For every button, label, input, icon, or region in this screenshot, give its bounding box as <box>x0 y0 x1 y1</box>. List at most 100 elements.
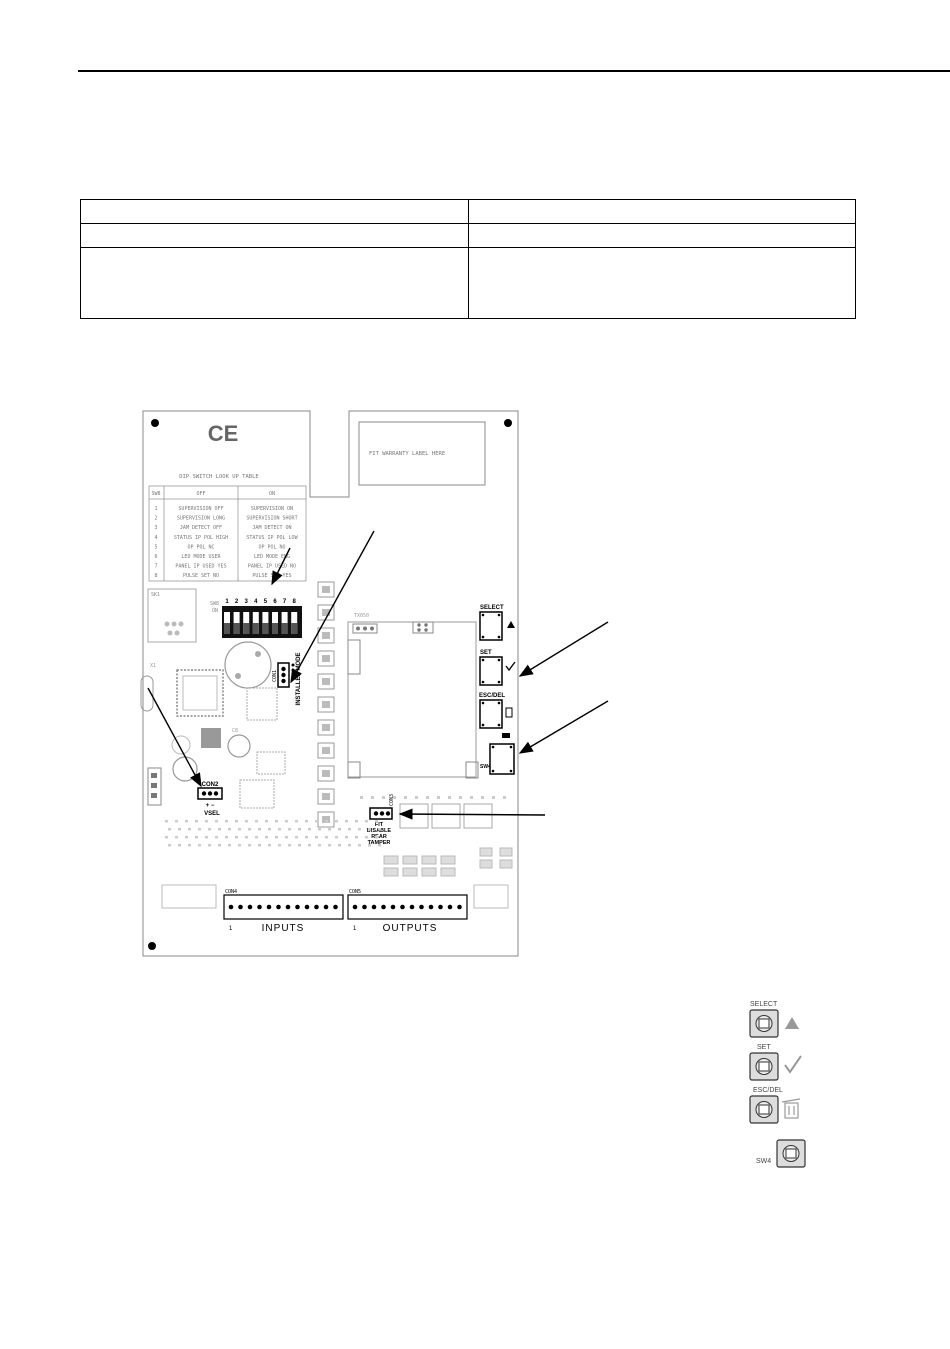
smd-pad <box>245 836 248 839</box>
sw8-number: 7 <box>283 599 287 605</box>
spec-table <box>80 199 856 319</box>
rf-module <box>347 621 477 778</box>
dip-row-number: 6 <box>154 554 157 560</box>
smd-pad <box>175 836 178 839</box>
smd-pad <box>371 796 374 799</box>
smd-pad <box>235 820 238 823</box>
transistor-body <box>322 793 330 800</box>
smd-pad <box>481 796 484 799</box>
smd-pad <box>195 820 198 823</box>
smd-pad <box>178 828 181 831</box>
arrow-tamper <box>398 808 546 820</box>
smd-pad <box>393 796 396 799</box>
smd-pad <box>305 820 308 823</box>
button-legend: SELECT SET ESC/DEL SW4 <box>749 1001 806 1168</box>
smd-pad <box>188 844 191 847</box>
smd-pad <box>325 820 328 823</box>
smd-pad <box>218 828 221 831</box>
smd-pad <box>185 836 188 839</box>
smd-pad <box>308 828 311 831</box>
dip-header: SW8 <box>151 491 160 497</box>
smd-pad <box>275 820 278 823</box>
smd-pad <box>459 796 462 799</box>
dip-row-on: PANEL IP USED NO <box>248 564 296 570</box>
escdel-label: ESC/DEL <box>479 693 505 699</box>
smd-pad <box>228 828 231 831</box>
smd-pad <box>185 820 188 823</box>
mounting-hole <box>148 942 156 950</box>
transistor <box>317 627 335 644</box>
transistor-body <box>322 770 330 777</box>
terminal-pin <box>428 904 434 910</box>
tx-label: TX050 <box>354 613 369 619</box>
ic-chip <box>201 728 221 748</box>
arrow-set-button <box>518 621 609 677</box>
transistor <box>317 581 335 598</box>
con5-terminal <box>347 894 468 920</box>
smd-pad <box>404 796 407 799</box>
terminal-pin <box>438 904 443 910</box>
smd-pad <box>255 820 258 823</box>
legend-escdel-label: ESC/DEL <box>753 1087 783 1094</box>
dip-row-off: PULSE SET NO <box>183 573 219 579</box>
smd-pad <box>358 828 361 831</box>
crystal <box>140 675 154 712</box>
terminal-pin <box>276 904 281 910</box>
smd-pad <box>165 836 168 839</box>
table-cell <box>468 223 856 248</box>
set-label: SET <box>480 650 492 656</box>
smd-pad <box>426 796 429 799</box>
smd-pad <box>238 844 241 847</box>
ic-chip <box>246 687 278 721</box>
dip-row-off: SUPERVISION LONG <box>177 516 225 522</box>
smd-pad <box>348 828 351 831</box>
smd-pad <box>358 844 361 847</box>
trash-icon <box>505 707 513 718</box>
legend-sw4-label: SW4 <box>756 1158 771 1165</box>
legend-escdel-button <box>749 1095 779 1124</box>
sk1-outline <box>147 588 197 643</box>
dip-row-on: LED MODE ENG <box>254 554 290 560</box>
transistor <box>317 788 335 805</box>
check-icon <box>784 1055 802 1074</box>
smd-pad <box>268 844 271 847</box>
output-leds <box>383 847 513 877</box>
terminal-pin <box>457 904 462 910</box>
dip-row-off: LED MODE USER <box>181 554 221 560</box>
transistor-body <box>322 655 330 662</box>
smd-pad <box>348 844 351 847</box>
capacitor <box>171 735 191 755</box>
board-button-escdel: ESC/DEL <box>479 693 513 729</box>
con4-pin1: 1 <box>229 926 233 932</box>
smd-pad <box>215 836 218 839</box>
fiducial-box <box>161 884 217 909</box>
smd-pad <box>245 820 248 823</box>
terminal-pin <box>409 904 415 910</box>
vsel-label: VSEL <box>204 811 220 817</box>
dip-row-number: 1 <box>154 506 157 512</box>
smd-pad <box>198 844 201 847</box>
smd-pad <box>225 836 228 839</box>
dip-row-off: OP POL NC <box>187 544 214 550</box>
terminal-pin <box>323 904 329 910</box>
smd-pad <box>205 820 208 823</box>
smd-pad <box>258 828 261 831</box>
arrow-dip-switch <box>271 547 291 586</box>
smd-pad <box>298 844 301 847</box>
smd-pad <box>375 820 378 823</box>
sw8-knob <box>233 623 240 634</box>
transistor-body <box>322 586 330 593</box>
arrow-sw4-button <box>518 700 609 754</box>
terminal-pin <box>295 904 300 910</box>
smd-pad <box>288 828 291 831</box>
terminal-block <box>147 767 162 806</box>
smd-pad <box>355 820 358 823</box>
transistor-body <box>322 816 330 823</box>
smd-pad <box>278 844 281 847</box>
smd-pad <box>168 844 171 847</box>
dip-row-on: STATUS IP POL LOW <box>246 535 298 541</box>
smd-pad <box>345 836 348 839</box>
transistor-body <box>322 609 330 616</box>
smd-pad <box>415 796 418 799</box>
